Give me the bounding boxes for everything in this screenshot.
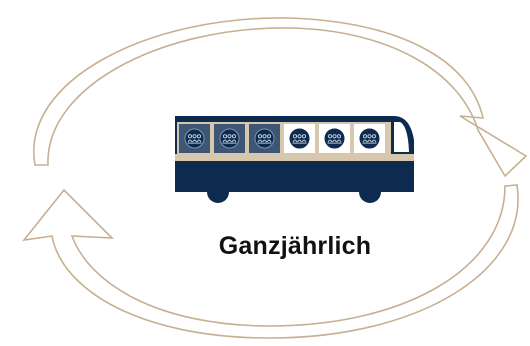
passenger-group-icon xyxy=(360,129,379,148)
bus-illustration xyxy=(175,116,414,203)
seat-free xyxy=(319,124,350,153)
seat-occupied xyxy=(249,124,280,153)
passenger-group-icon xyxy=(290,129,309,148)
passenger-group-icon xyxy=(185,129,204,148)
passenger-group-icon xyxy=(255,129,274,148)
bus-wheel-front xyxy=(207,181,229,203)
seat-occupied xyxy=(214,124,245,153)
bus-stripe xyxy=(175,154,414,161)
seat-occupied xyxy=(179,124,210,153)
diagram-label: Ganzjährlich xyxy=(0,232,530,261)
cycle-arrow-bottom xyxy=(24,185,518,338)
passenger-group-icon xyxy=(325,129,344,148)
seat-free xyxy=(284,124,315,153)
seat-free xyxy=(354,124,385,153)
bus-wheel-rear xyxy=(359,181,381,203)
passenger-group-icon xyxy=(220,129,239,148)
